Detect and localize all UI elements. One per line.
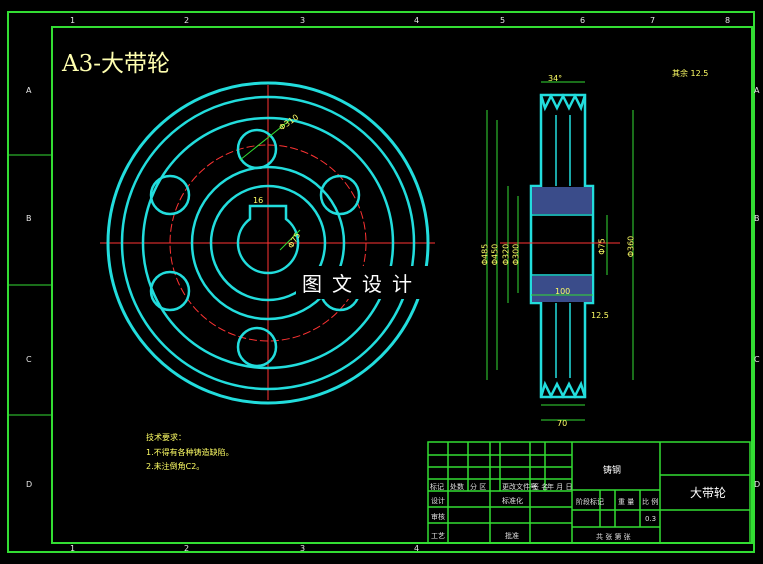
roughness-note: 其余 12.5 [672,69,709,78]
zone-ticks [8,154,754,416]
part-name: 大带轮 [690,486,727,500]
hub-outer [190,165,346,321]
row-label: D [754,480,761,489]
dim-diameter: Φ75 [597,238,607,255]
tb-standardize: 标准化 [502,497,523,505]
dim-hub-offset: 12.5 [591,311,609,320]
front-view [100,81,435,405]
tb-role: 设计 [431,497,445,505]
row-label: B [26,214,32,223]
dim-keyway-width: 16 [253,196,264,205]
bolt-hole [236,326,278,368]
col-label: 2 [184,16,190,25]
drawing-title: A3-大带轮 [62,51,171,77]
tech-requirements-heading: 技术要求： [146,433,186,442]
tb-stage: 比 例 [642,498,659,506]
tb-header: 处数 [450,483,464,491]
leader-line [239,119,291,161]
tech-requirement-item: 2.未注倒角C2。 [146,462,205,471]
tech-requirement-item: 1.不得有各种铸造缺陷。 [146,448,234,457]
top-grooves [539,93,587,112]
row-label: C [754,355,760,364]
col-label: 3 [300,16,306,25]
tb-stage: 重 量 [618,498,635,506]
tb-sheet: 共 张 第 张 [596,533,631,541]
bolt-hole [319,174,361,216]
tb-approve: 批准 [505,532,519,540]
col-label: 1 [70,16,76,25]
tb-role: 审核 [431,513,445,521]
bolt-hole [149,174,191,216]
section-dimensions [486,81,634,421]
col-label: 6 [580,16,586,25]
row-label: D [26,480,33,489]
dim-hub-width: 100 [555,287,571,296]
dim-diameter: Φ300 [511,243,521,266]
col-label: 2 [184,544,190,553]
bolt-pitch-circle [169,144,367,342]
tb-header: 签 名 [532,483,549,491]
col-label: 5 [500,16,506,25]
dim-diameter: Φ360 [626,235,636,258]
outer-frame [7,11,755,553]
col-label: 3 [300,544,306,553]
tb-header: 年 月 日 [547,483,573,491]
col-label: 4 [414,16,420,25]
col-label: 8 [725,16,731,25]
tb-stage: 阶段标记 [576,498,604,506]
rim-inner [141,116,395,370]
dim-top-angle: 34° [548,74,563,83]
material: 铸钢 [603,466,622,476]
tb-header: 更改文件号 [502,483,537,491]
bolt-hole [149,270,191,312]
watermark: 图文设计 [296,266,428,299]
tb-scale: 0.3 [645,515,657,523]
bore-with-keyway [236,204,300,275]
row-label: C [26,355,32,364]
section-view [529,93,595,399]
col-label: 4 [414,544,420,553]
dim-diameter: Φ450 [490,243,500,266]
hub-inner [209,184,327,302]
tb-header: 标记 [430,483,444,491]
dim-diameter: Φ485 [480,243,490,266]
rim-outer [106,81,430,405]
row-label: B [754,214,760,223]
col-label: 1 [70,544,76,553]
title-block-grid [427,441,751,544]
hatch-top [532,187,592,214]
dim-bottom-width: 70 [557,419,568,428]
bolt-hole [236,128,278,170]
bottom-grooves [539,380,587,399]
tb-header: 分 区 [470,483,487,491]
section-outline [529,93,595,399]
hatch-bottom [532,276,592,302]
row-label: A [754,86,760,95]
rim-groove [120,95,416,391]
leader-line [279,229,301,251]
dim-diameter: Φ320 [501,243,511,266]
col-label: 7 [650,16,656,25]
row-label: A [26,86,32,95]
tb-role: 工艺 [431,532,445,540]
